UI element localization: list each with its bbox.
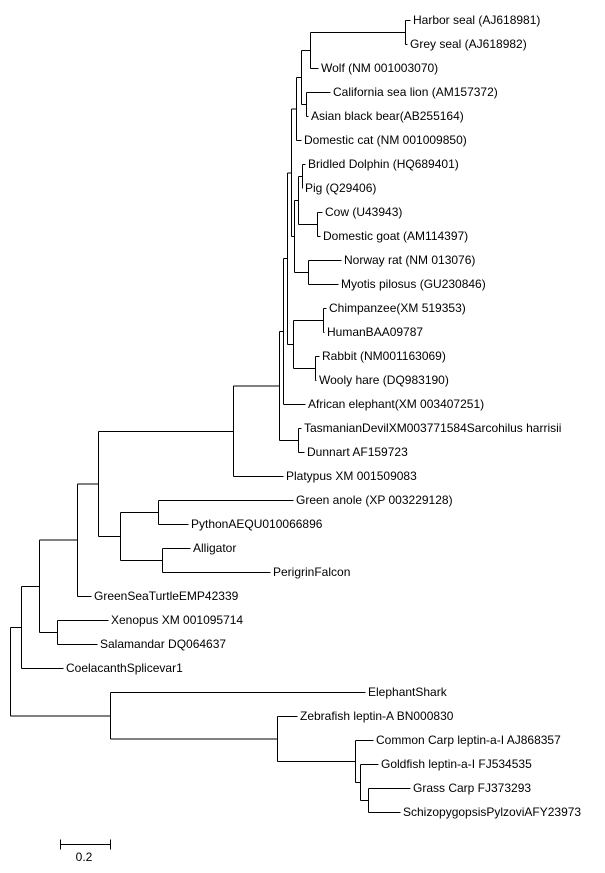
taxon-label: Pig (Q29406): [305, 181, 376, 195]
taxon-label: Green anole (XP 003229128): [296, 493, 453, 507]
taxon-label: Domestic cat (NM 001009850): [304, 133, 467, 147]
taxon-label: Chimpanzee(XM 519353): [329, 301, 466, 315]
taxon-label: Xenopus XM 001095714: [111, 613, 243, 627]
taxon-label: Salamandar DQ064637: [100, 637, 226, 651]
taxon-label: Dunnart AF159723: [307, 445, 408, 459]
taxon-label: Goldfish leptin-a-I FJ534535: [381, 757, 532, 771]
taxon-label: SchizopygopsisPylzoviAFY23973: [403, 805, 581, 819]
taxon-label: Cow (U43943): [325, 205, 402, 219]
taxon-label: Zebrafish leptin-A BN000830: [300, 709, 454, 723]
taxon-label: Platypus XM 001509083: [286, 469, 417, 483]
taxon-label: African elephant(XM 003407251): [308, 397, 484, 411]
taxon-label: PerigrinFalcon: [273, 565, 350, 579]
taxon-label: California sea lion (AM157372): [333, 85, 498, 99]
taxon-label: Wooly hare (DQ983190): [319, 373, 449, 387]
taxon-label: HumanBAA09787: [327, 325, 423, 339]
taxon-label: Wolf (NM 001003070): [321, 61, 438, 75]
taxon-label: ElephantShark: [368, 685, 448, 699]
taxon-label: Grass Carp FJ373293: [413, 781, 531, 795]
scale-bar: [60, 839, 111, 850]
taxon-label: CoelacanthSplicevar1: [66, 661, 183, 675]
taxon-label: Grey seal (AJ618982): [410, 37, 527, 51]
taxon-label: Harbor seal (AJ618981): [413, 13, 540, 27]
taxon-labels-group: Harbor seal (AJ618981) Grey seal (AJ61898…: [66, 13, 581, 819]
taxon-label: Bridled Dolphin (HQ689401): [308, 157, 459, 171]
taxon-label: Domestic goat (AM114397): [323, 229, 468, 243]
taxon-label: Alligator: [193, 541, 236, 555]
taxon-label: Norway rat (NM 013076): [344, 253, 475, 267]
taxon-label: Common Carp leptin-a-I AJ868357: [376, 733, 561, 747]
taxon-label: PythonAEQU010066896: [191, 517, 323, 531]
taxon-label: GreenSeaTurtleEMP42339: [94, 589, 239, 603]
tree-branches-group: [10, 20, 411, 813]
taxon-label: Asian black bear(AB255164): [311, 109, 464, 123]
taxon-label: Myotis pilosus (GU230846): [341, 277, 486, 291]
taxon-label: Rabbit (NM001163069): [322, 349, 446, 363]
taxon-label: TasmanianDevilXM003771584Sarcohilus harr…: [304, 421, 561, 435]
scale-bar-label: 0.2: [76, 850, 93, 864]
